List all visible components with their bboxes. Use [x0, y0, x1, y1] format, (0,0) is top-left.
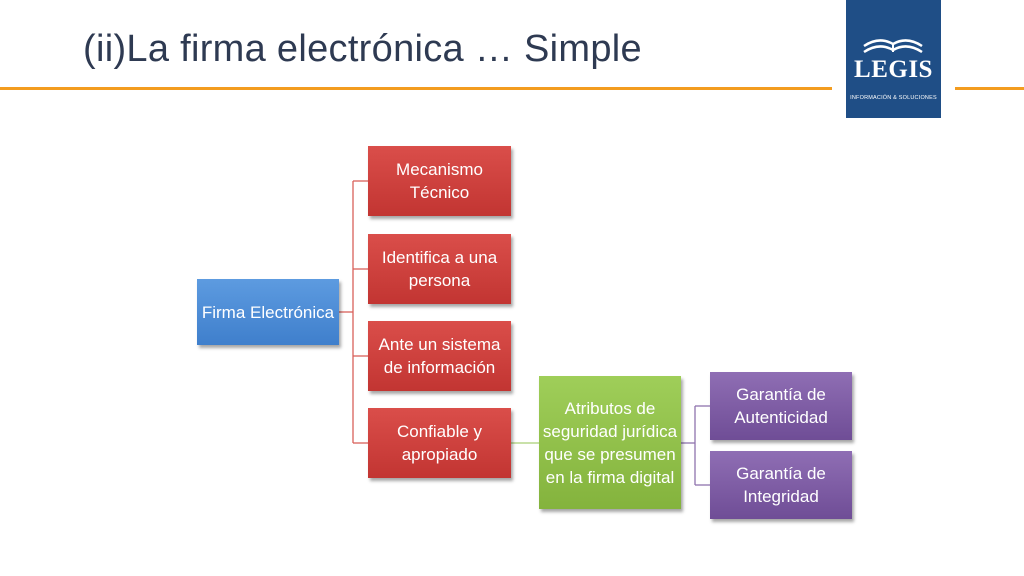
title-underline: [0, 87, 832, 90]
node-confiable-apropiado: Confiable y apropiado: [368, 408, 511, 478]
title-underline-right: [955, 87, 1024, 90]
book-icon: [863, 39, 923, 54]
legis-logo: LEGIS INFORMACIÓN & SOLUCIONES: [846, 0, 941, 118]
logo-tagline: INFORMACIÓN & SOLUCIONES: [850, 95, 937, 101]
node-sistema-informacion: Ante un sistema de información: [368, 321, 511, 391]
node-identifica-persona: Identifica a una persona: [368, 234, 511, 304]
slide-title: (ii)La firma electrónica … Simple: [83, 28, 642, 70]
node-atributos-seguridad: Atributos de seguridad jurídica que se p…: [539, 376, 681, 509]
node-firma-electronica: Firma Electrónica: [197, 279, 339, 345]
logo-wordmark: LEGIS: [854, 56, 933, 83]
node-garantia-integridad: Garantía de Integridad: [710, 451, 852, 519]
node-garantia-autenticidad: Garantía de Autenticidad: [710, 372, 852, 440]
node-mecanismo-tecnico: Mecanismo Técnico: [368, 146, 511, 216]
